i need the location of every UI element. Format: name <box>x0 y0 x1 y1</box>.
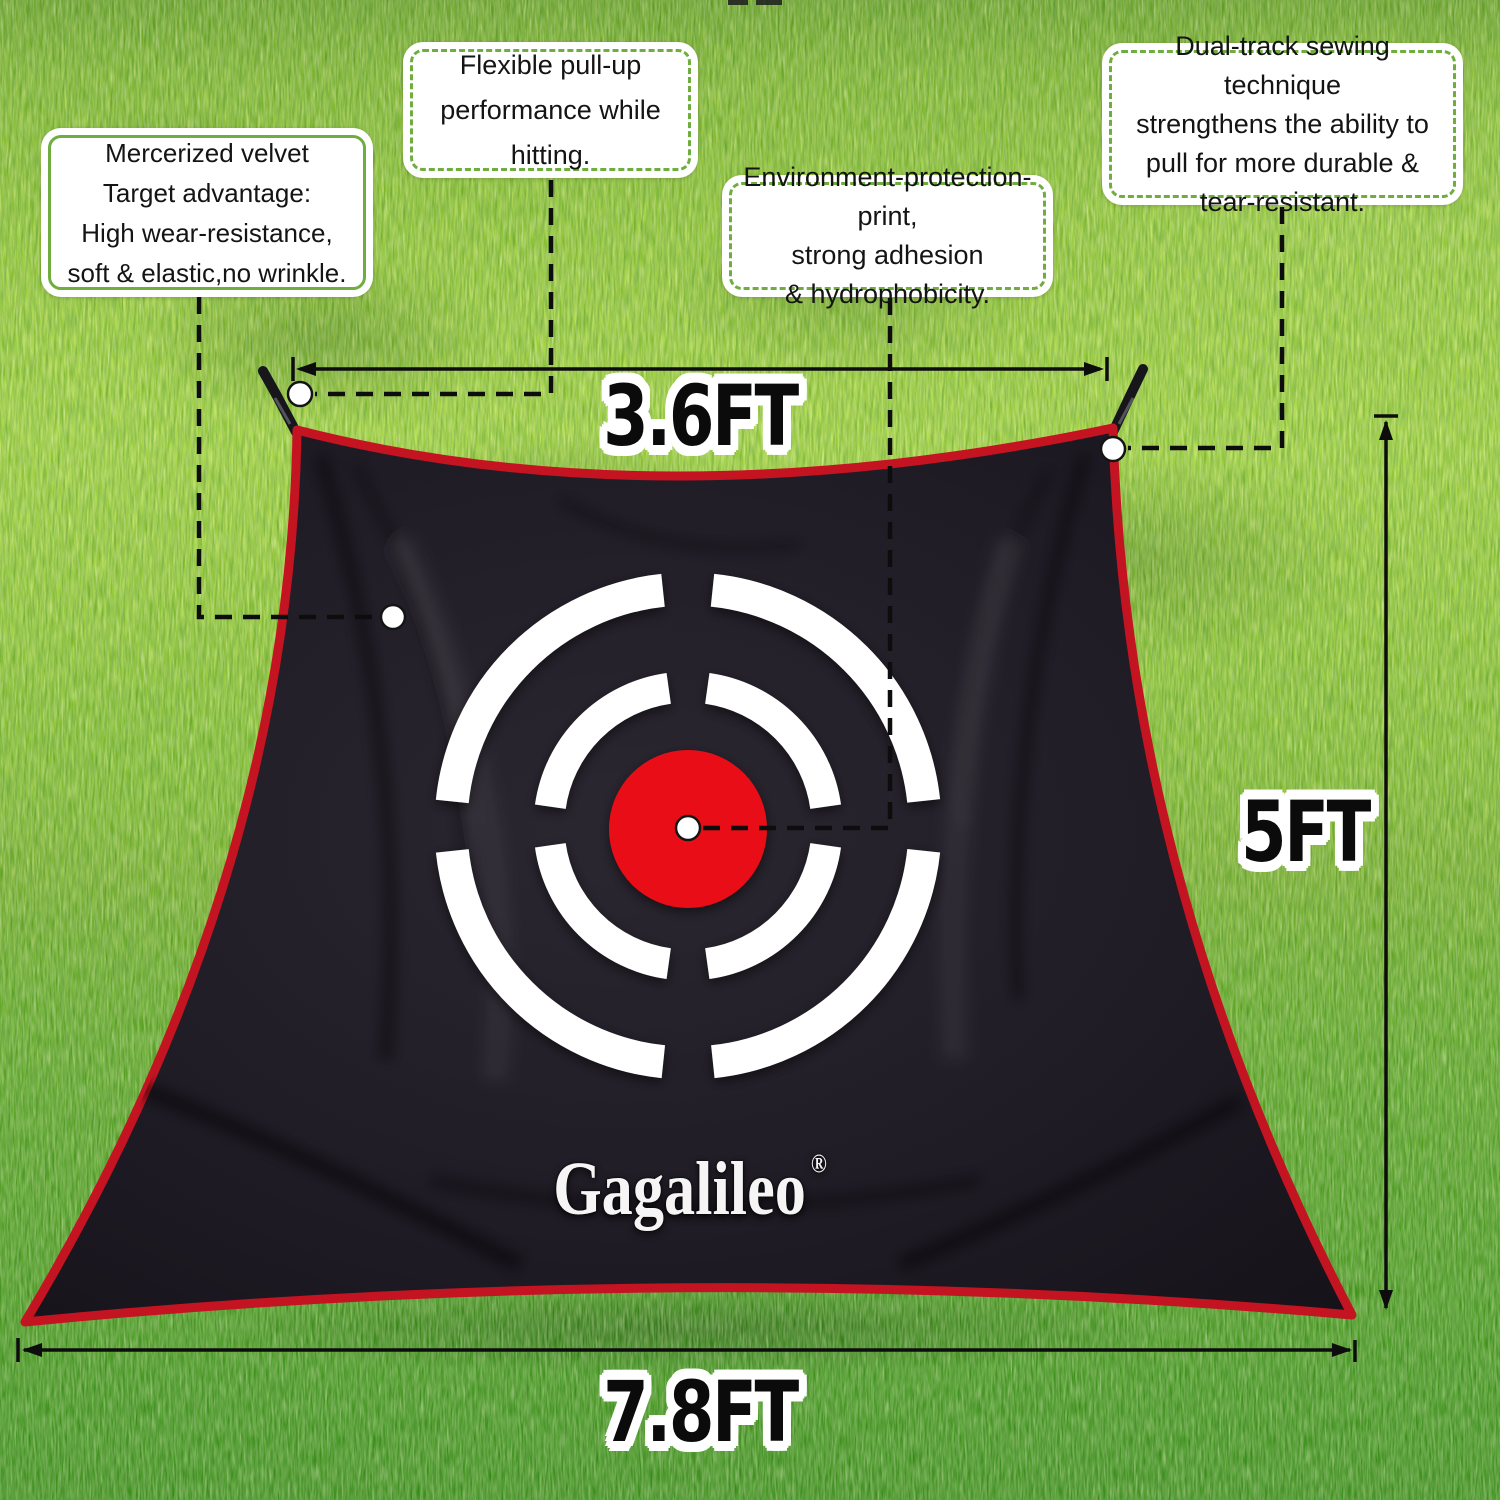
top-left-hook-icon <box>258 366 301 437</box>
top-left-hook-highlight <box>273 397 292 425</box>
connector-dualtrack <box>1128 207 1285 451</box>
dimension-label-side-height: 5FT <box>1240 783 1371 881</box>
callout-dual-track-sewing: Dual-track sewing technique strengthens … <box>1102 31 1463 217</box>
dimension-label-top-width: 3.6FT <box>603 367 799 465</box>
callout-mercerized-text: Mercerized velvet Target advantage: High… <box>48 135 366 290</box>
dimension-label-bottom-width: 7.8FT <box>603 1363 799 1461</box>
dimension-line-side-height <box>1374 414 1398 1308</box>
dimension-line-top-width <box>291 357 1109 381</box>
arrow-down-icon <box>1379 1290 1393 1310</box>
callout-environment-print: Environment-protection-print, strong adh… <box>722 162 1053 309</box>
anchor-dot-target-center <box>674 814 702 842</box>
top-right-hook-icon <box>1108 364 1148 437</box>
anchor-dot-fabric <box>379 603 407 631</box>
anchor-dot-top-left-corner <box>286 380 314 408</box>
callout-mercerized-velvet: Mercerized velvet Target advantage: High… <box>41 128 373 297</box>
cropped-top-marks <box>728 0 782 5</box>
callout-flexible-pullup: Flexible pull-up performance while hitti… <box>403 42 698 178</box>
brand-logo: Gagalileo® <box>518 1146 862 1233</box>
connector-mercerized <box>196 297 380 620</box>
cloth-creases <box>117 452 1244 1273</box>
arrow-up-icon <box>1379 420 1393 440</box>
registered-mark: ® <box>810 1149 827 1178</box>
arrow-right-icon <box>1332 1343 1352 1357</box>
callout-environment-text: Environment-protection-print, strong adh… <box>729 162 1046 309</box>
brand-name: Gagalileo <box>553 1147 806 1231</box>
connector-environment <box>703 298 893 831</box>
top-right-hook-highlight <box>1117 397 1135 425</box>
anchor-dot-top-right-corner <box>1099 435 1127 463</box>
callout-flexible-text: Flexible pull-up performance while hitti… <box>410 49 691 171</box>
dimension-line-bottom-width <box>16 1338 1357 1362</box>
arrow-right-icon <box>1084 362 1104 376</box>
callout-dualtrack-text: Dual-track sewing technique strengthens … <box>1109 31 1456 217</box>
arrow-left-icon <box>22 1343 42 1357</box>
arrow-left-icon <box>296 362 316 376</box>
connector-flexible <box>315 180 554 397</box>
